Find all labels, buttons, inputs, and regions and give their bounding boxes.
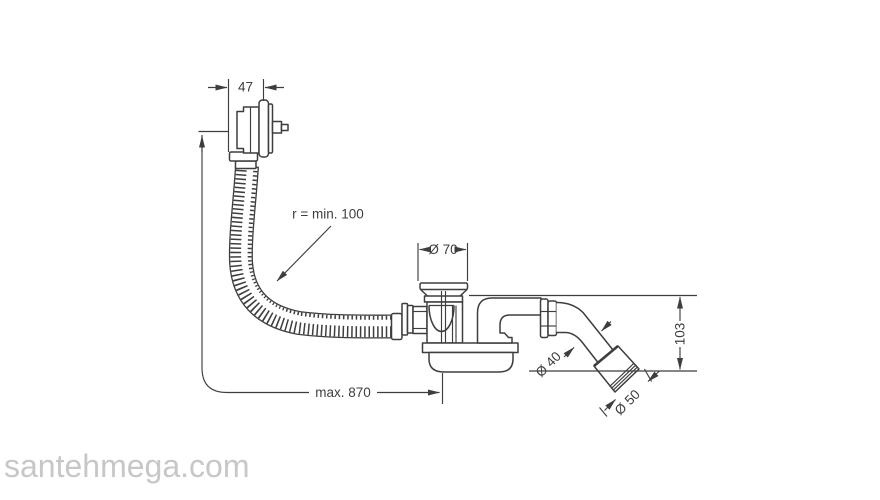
dim-path	[201, 135, 309, 394]
socket-end-stripe-3	[609, 363, 634, 388]
trap-rim	[421, 342, 519, 354]
dim-arrow	[604, 399, 616, 411]
flange-collar	[423, 295, 464, 303]
outlet-pipe-upper-edge	[556, 301, 614, 351]
inlet-stub	[412, 305, 428, 335]
leader-arrow	[276, 225, 332, 282]
dimension-overflow-width: 47	[208, 79, 284, 152]
waste-body	[426, 291, 464, 344]
elbow-pipe	[476, 297, 542, 344]
watermark: santehmega.com	[4, 448, 250, 484]
dim-arrow	[601, 320, 612, 332]
dim-label-103: 103	[673, 323, 688, 346]
outlet-socket	[593, 345, 640, 393]
inlet-nut-bar-2	[406, 304, 414, 334]
dim-label-47: 47	[238, 80, 253, 95]
dim-arrow	[563, 347, 575, 358]
overflow-flange	[258, 99, 270, 158]
flange-taper-left	[419, 288, 429, 297]
flange-plate	[419, 282, 469, 291]
socket-end-stripe-2	[611, 364, 636, 389]
overflow-body	[236, 106, 260, 154]
trap-bowl	[428, 351, 514, 373]
dimension-flange-diameter: Ø 70	[417, 242, 469, 281]
hose-inner-sleeve	[241, 169, 398, 327]
dim-label-max-870: max. 870	[315, 385, 371, 400]
socket-joint-line	[593, 345, 619, 367]
union-nut	[539, 298, 558, 339]
overflow-hose-collar	[234, 160, 257, 170]
outlet-elbow	[476, 297, 542, 344]
dimension-outlet-height: 103	[469, 294, 697, 372]
outlet-pipe-fill	[556, 302, 613, 363]
ext-tick	[599, 407, 608, 417]
flexible-hose	[241, 166, 397, 327]
inlet-nut-bar-1	[401, 302, 409, 336]
flange-taper-right	[459, 288, 468, 297]
trap-cup	[421, 342, 519, 373]
waste-body-box	[426, 301, 464, 344]
inlet-connection	[390, 302, 428, 341]
outlet-pipe-lower-edge	[556, 331, 599, 363]
union-nut-ring-1	[539, 298, 549, 339]
dim-label-70: Ø 70	[428, 242, 457, 257]
outlet-pipe	[556, 301, 614, 363]
overflow-fitting	[228, 99, 289, 170]
dimension-hose-length: max. 870	[198, 130, 444, 404]
inlet-sleeve	[390, 312, 403, 341]
annotation-bend-radius: r = min. 100	[276, 207, 364, 282]
dim-label-40: Ø 40	[533, 349, 564, 380]
dim-arrow	[647, 370, 660, 382]
waste-flange	[419, 282, 469, 303]
union-nut-ring-2	[547, 300, 558, 337]
overflow-knob-stem	[271, 120, 283, 134]
overflow-knob-tip	[280, 123, 289, 132]
label-bend-radius: r = min. 100	[292, 207, 364, 222]
